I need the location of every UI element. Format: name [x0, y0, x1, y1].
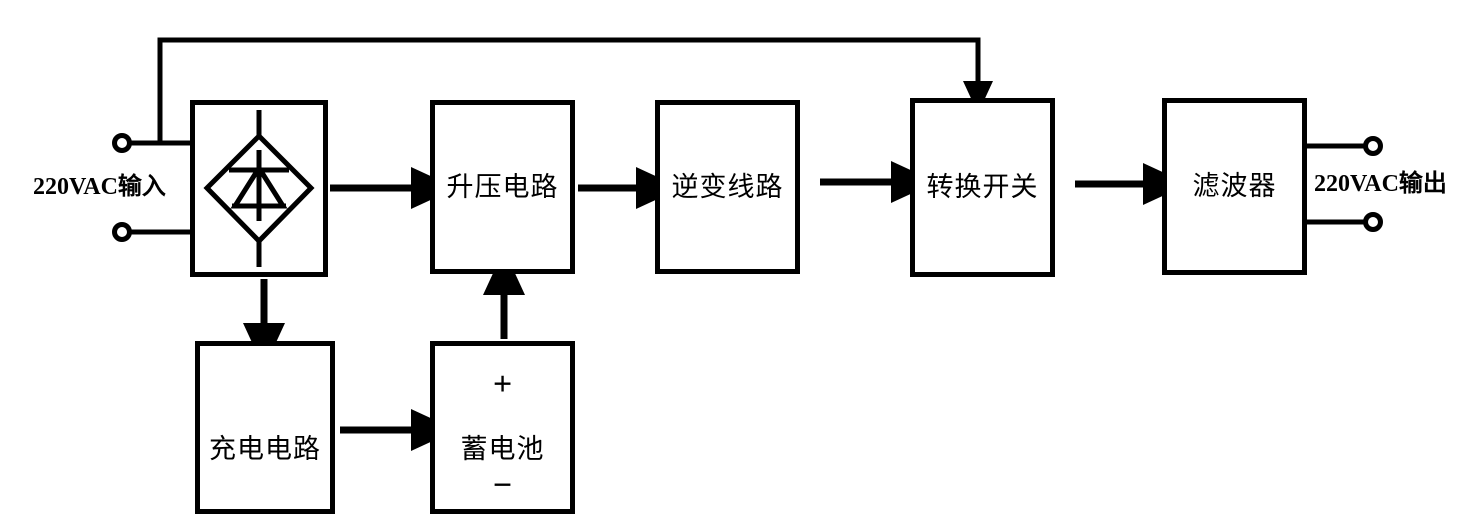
- battery-minus-sign: −: [492, 467, 513, 504]
- block-charging-circuit-label: 充电电路: [209, 434, 321, 464]
- input-terminal-bottom-icon: [112, 222, 132, 242]
- block-filter[interactable]: 滤波器: [1162, 98, 1307, 275]
- block-inverter-circuit-label: 逆变线路: [671, 171, 784, 202]
- input-label: 220VAC输入: [33, 174, 166, 200]
- block-charging-circuit[interactable]: 充电电路: [195, 341, 335, 514]
- bypass-line: [157, 37, 993, 143]
- block-filter-label: 滤波器: [1192, 171, 1277, 201]
- rectifier-bridge-symbol-icon: [203, 110, 315, 267]
- output-leads: [1305, 136, 1383, 232]
- block-boost-circuit-label: 升压电路: [446, 171, 559, 202]
- block-battery[interactable]: 蓄电池 + −: [430, 341, 575, 514]
- block-transfer-switch[interactable]: 转换开关: [910, 98, 1055, 277]
- input-terminal-top-icon: [112, 133, 132, 153]
- output-terminal-top-icon: [1363, 136, 1383, 156]
- block-rectifier[interactable]: [190, 100, 328, 277]
- block-battery-label: 蓄电池: [460, 434, 545, 464]
- block-boost-circuit[interactable]: 升压电路: [430, 100, 575, 274]
- output-terminal-bottom-icon: [1363, 212, 1383, 232]
- block-transfer-switch-label: 转换开关: [926, 172, 1039, 202]
- block-inverter-circuit[interactable]: 逆变线路: [655, 100, 800, 274]
- battery-plus-sign: +: [492, 366, 513, 403]
- output-label: 220VAC输出: [1314, 171, 1447, 197]
- input-leads: [112, 133, 192, 242]
